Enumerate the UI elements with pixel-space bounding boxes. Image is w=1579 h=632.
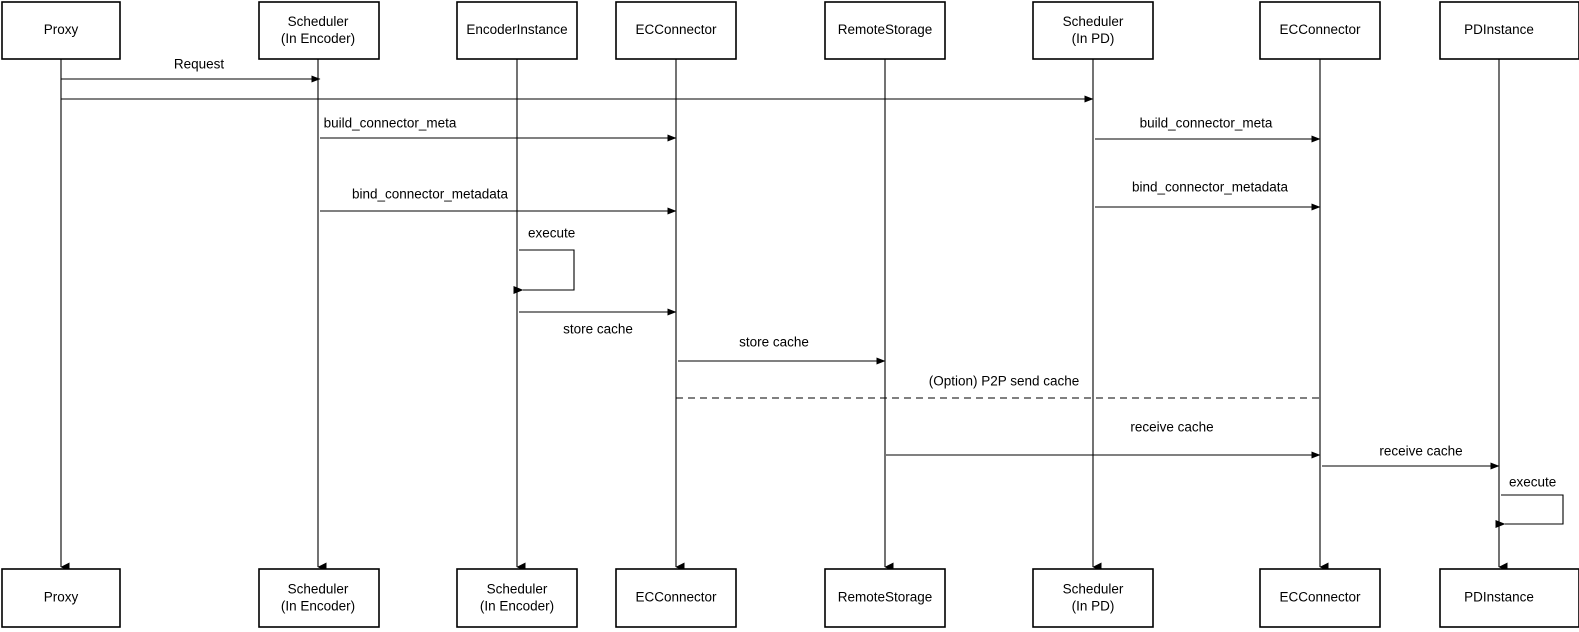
message-label: receive cache — [1130, 420, 1213, 435]
participant-label-line2: (In PD) — [1072, 599, 1115, 614]
header-boxes-group: Proxy Scheduler (In Encoder) EncoderInstanc… — [1, 1, 1579, 60]
participant-header-sched_pd[interactable]: Scheduler (In PD) — [1032, 1, 1154, 60]
participant-label-line1: Scheduler — [487, 582, 548, 597]
participant-label-line1: Scheduler — [1063, 14, 1124, 29]
participant-box — [258, 1, 380, 60]
message-label: store cache — [563, 322, 633, 337]
participant-box — [1032, 1, 1154, 60]
participant-footer-proxy[interactable]: Proxy — [1, 568, 121, 628]
participant-footer-ecconn_right[interactable]: ECConnector — [1259, 568, 1381, 628]
participant-label-line1: Proxy — [44, 590, 79, 605]
participant-header-encoder_inst[interactable]: EncoderInstance — [456, 1, 578, 60]
participant-box — [615, 1, 737, 60]
participant-header-remote_store[interactable]: RemoteStorage — [824, 1, 946, 60]
self-message-label: execute — [528, 226, 575, 241]
self-message-label: execute — [1509, 475, 1556, 490]
participant-footer-ecconn_left[interactable]: ECConnector — [615, 568, 737, 628]
message-m11[interactable]: receive cache — [1322, 444, 1500, 470]
participant-header-sched_enc[interactable]: Scheduler (In Encoder) — [258, 1, 380, 60]
participant-footer-pd_inst[interactable]: PDInstance — [1439, 568, 1579, 628]
participant-header-proxy[interactable]: Proxy — [1, 1, 121, 60]
self-messages-group: execute execute — [513, 226, 1564, 528]
participant-label-line1: ECConnector — [1279, 590, 1361, 605]
message-m1[interactable]: Request — [61, 57, 321, 83]
participant-label-line1: EncoderInstance — [466, 22, 567, 37]
participant-footer-sched_pd[interactable]: Scheduler (In PD) — [1032, 568, 1154, 628]
participant-label-line2: (In Encoder) — [281, 31, 355, 46]
participant-label-line1: ECConnector — [635, 590, 717, 605]
participant-label-line1: RemoteStorage — [838, 590, 933, 605]
self-message-s1[interactable]: execute — [513, 226, 575, 294]
message-label: store cache — [739, 335, 809, 350]
message-label: build_connector_meta — [324, 116, 457, 131]
participant-label-line1: PDInstance — [1464, 590, 1534, 605]
participant-label-line2: (In Encoder) — [281, 599, 355, 614]
participant-footer-sched_enc[interactable]: Scheduler (In Encoder) — [258, 568, 380, 628]
participant-label-line1: Scheduler — [288, 14, 349, 29]
participant-footer-encoder_inst[interactable]: Scheduler (In Encoder) — [456, 568, 578, 628]
participant-label-line2: (In Encoder) — [480, 599, 554, 614]
participant-box — [1032, 568, 1154, 628]
message-m4[interactable]: build_connector_meta — [1095, 116, 1321, 143]
message-label: (Option) P2P send cache — [929, 374, 1080, 389]
message-label: Request — [174, 57, 225, 72]
participant-label-line1: Scheduler — [1063, 582, 1124, 597]
message-m5[interactable]: bind_connector_metadata — [320, 187, 677, 215]
message-label: build_connector_meta — [1140, 116, 1273, 131]
participant-box — [258, 568, 380, 628]
message-m8[interactable]: store cache — [678, 335, 886, 365]
participant-header-ecconn_left[interactable]: ECConnector — [615, 1, 737, 60]
message-m7[interactable]: store cache — [519, 308, 677, 337]
self-message-loop — [513, 249, 575, 294]
participant-box — [1, 1, 121, 60]
footer-boxes-group: Proxy Scheduler (In Encoder) Scheduler (In E… — [1, 568, 1579, 628]
participant-box — [1259, 1, 1381, 60]
participant-footer-remote_store[interactable]: RemoteStorage — [824, 568, 946, 628]
participant-box — [824, 568, 946, 628]
message-m9[interactable]: (Option) P2P send cache — [676, 374, 1320, 399]
participant-box — [456, 1, 578, 60]
self-message-s2[interactable]: execute — [1495, 475, 1564, 528]
participant-header-pd_inst[interactable]: PDInstance — [1439, 1, 1579, 60]
participant-label-line1: Proxy — [44, 22, 79, 37]
participant-box — [824, 1, 946, 60]
messages-group: Request build_connector_meta build_connect… — [61, 57, 1500, 470]
participant-label-line1: RemoteStorage — [838, 22, 933, 37]
message-m6[interactable]: bind_connector_metadata — [1095, 180, 1321, 211]
message-label: bind_connector_metadata — [1132, 180, 1289, 195]
message-label: bind_connector_metadata — [352, 187, 509, 202]
participant-box — [1, 568, 121, 628]
participant-box — [1439, 1, 1579, 60]
message-m10[interactable]: receive cache — [886, 420, 1321, 459]
participant-box — [615, 568, 737, 628]
participant-header-ecconn_right[interactable]: ECConnector — [1259, 1, 1381, 60]
participant-label-line1: PDInstance — [1464, 22, 1534, 37]
lifelines-group — [60, 59, 1508, 572]
participant-label-line2: (In PD) — [1072, 31, 1115, 46]
participant-label-line1: Scheduler — [288, 582, 349, 597]
participant-label-line1: ECConnector — [1279, 22, 1361, 37]
participant-box — [456, 568, 578, 628]
participant-box — [1439, 568, 1579, 628]
participant-box — [1259, 568, 1381, 628]
self-message-loop — [1495, 494, 1564, 528]
message-m3[interactable]: build_connector_meta — [320, 116, 677, 142]
participant-label-line1: ECConnector — [635, 22, 717, 37]
message-label: receive cache — [1379, 444, 1462, 459]
